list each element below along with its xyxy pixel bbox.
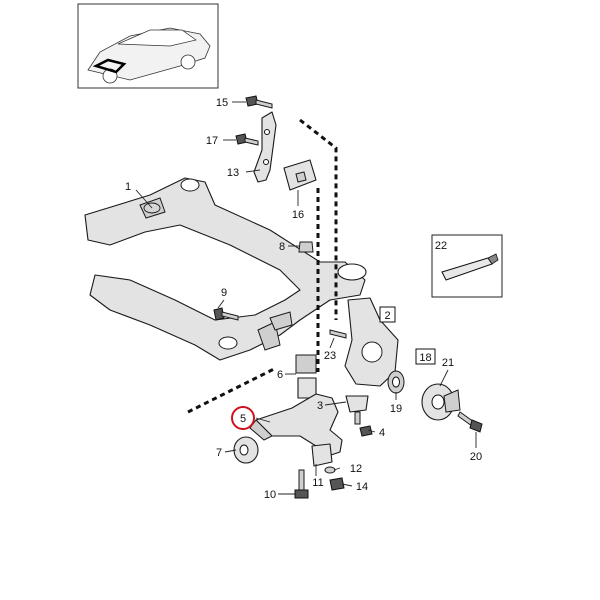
- callout-13: 13: [227, 167, 239, 179]
- callout-3: 3: [317, 400, 323, 412]
- callout-19: 19: [390, 403, 402, 415]
- mount-block-16: [283, 159, 317, 191]
- ball-joint-3: [345, 395, 369, 425]
- leader-lines: [135, 101, 477, 495]
- bolt-20: [457, 411, 483, 433]
- bolt-17: [235, 133, 259, 146]
- callout-4: 4: [379, 427, 385, 439]
- bolt-9: [213, 307, 239, 321]
- car-locator-inset: [77, 3, 219, 89]
- callout-21: 21: [442, 357, 454, 369]
- callout-9: 9: [221, 287, 227, 299]
- nut-14: [329, 477, 345, 491]
- highlight-ring: [231, 406, 255, 430]
- callout-8: 8: [279, 241, 285, 253]
- subframe: [84, 177, 367, 361]
- washer-12: [324, 466, 336, 474]
- highlighted-subframe-icon: [92, 58, 127, 74]
- callout-14: 14: [356, 481, 368, 493]
- dashed-line-diagonal: [187, 366, 277, 414]
- callout-10: 10: [264, 489, 276, 501]
- steering-knuckle: [329, 297, 399, 387]
- bolt-15: [245, 95, 273, 109]
- callout-2: 2: [384, 310, 390, 322]
- callout-16: 16: [292, 209, 304, 221]
- nut-8: [298, 241, 314, 253]
- callout-15: 15: [216, 97, 228, 109]
- steering-bracket: [253, 111, 277, 183]
- box-18: [415, 348, 436, 365]
- callout-20: 20: [470, 451, 482, 463]
- callout-17: 17: [206, 135, 218, 147]
- callout-11: 11: [312, 477, 323, 489]
- callout-5: 5: [240, 413, 246, 425]
- hub-21: [421, 383, 461, 421]
- bushing-7: [233, 436, 259, 464]
- callout-6: 6: [277, 369, 283, 381]
- nut-4: [359, 425, 373, 437]
- callout-18: 18: [419, 352, 431, 364]
- callout-23: 23: [324, 350, 336, 362]
- callout-7: 7: [216, 447, 222, 459]
- dashed-line-vertical-1: [299, 118, 338, 320]
- grease-tube-inset: [431, 234, 503, 298]
- callout-1: 1: [125, 181, 131, 193]
- callout-12: 12: [350, 463, 362, 475]
- bolt-10: [294, 469, 309, 499]
- bearing-19: [387, 370, 405, 394]
- bushing-6: [295, 354, 317, 399]
- box-2: [379, 306, 396, 323]
- callout-22: 22: [435, 240, 447, 252]
- bracket-11: [311, 443, 333, 467]
